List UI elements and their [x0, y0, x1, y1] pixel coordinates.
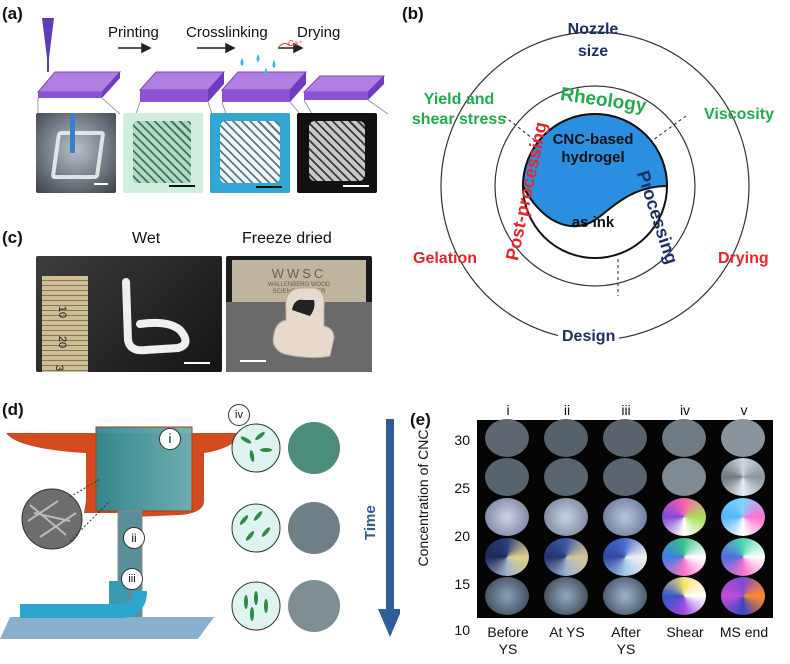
- micrograph-r4-c0: [484, 577, 529, 616]
- micrograph-r1-c0: [484, 458, 529, 497]
- photo-dried-scaffold: [297, 113, 377, 193]
- step-printing: Printing: [108, 24, 159, 41]
- marker-iv: iv: [228, 404, 250, 426]
- micrograph-r2-c3: [661, 498, 706, 536]
- row-10: 10: [454, 622, 470, 638]
- outer-design: Design: [558, 328, 620, 346]
- marker-ii: ii: [123, 527, 145, 549]
- y-axis-label: Concentration of CNC: [415, 429, 431, 567]
- row-25: 25: [454, 480, 470, 496]
- step-crosslinking: Crosslinking: [186, 24, 268, 41]
- micrograph-r0-c3: [661, 418, 706, 457]
- row-30: 30: [454, 432, 470, 448]
- panel-e-label: (e): [410, 410, 431, 429]
- ruler: 10 20 3: [42, 276, 88, 372]
- ion-label: Ca⁺: [288, 39, 302, 48]
- outer-nozzle: Nozzle size: [567, 21, 619, 60]
- panel-a-label: (a): [2, 4, 23, 23]
- micrograph-r3-c4: [720, 537, 765, 576]
- micrograph-r0-c1: [543, 418, 588, 457]
- xcat-after-ys: After YS: [611, 624, 641, 657]
- micrograph-r3-c3: [661, 537, 706, 576]
- xcat-shear: Shear: [666, 624, 704, 640]
- row-15: 15: [454, 576, 470, 592]
- micrograph-r1-c1: [543, 458, 588, 497]
- xcat-before-ys: Before YS: [487, 624, 529, 657]
- photo-printed-scaffold: [123, 113, 203, 193]
- scaffold-1: [36, 71, 122, 98]
- micrograph-r2-c2: [602, 498, 647, 536]
- micrograph-r4-c4: [720, 577, 765, 616]
- col-v: v: [740, 402, 748, 418]
- panel-b-label: (b): [402, 4, 424, 23]
- marker-iii: iii: [121, 568, 143, 590]
- micrograph-r2-c1: [543, 498, 588, 536]
- photo-printing-start: [36, 113, 116, 193]
- micrograph-r0-c4: [720, 418, 765, 457]
- xcat-at-ys: At YS: [549, 624, 585, 640]
- micrograph-r1-c4: [720, 458, 765, 497]
- micrograph-r3-c2: [602, 537, 647, 576]
- micrograph-r3-c1: [543, 537, 588, 576]
- row-20: 20: [454, 528, 470, 544]
- micrograph-r4-c1: [543, 577, 588, 616]
- panel-d-label: (d): [2, 400, 24, 419]
- xcat-ms-end: MS end: [719, 624, 769, 640]
- col-iv: iv: [679, 402, 691, 418]
- marker-i: i: [159, 428, 181, 450]
- pol-micrograph-grid: [477, 418, 773, 618]
- photo-wet-print: 10 20 3: [36, 256, 222, 372]
- step-drying: Drying: [297, 24, 341, 41]
- micrograph-r4-c3: [661, 577, 706, 616]
- micrograph-r2-c0: [484, 498, 529, 536]
- outer-drying: Drying: [718, 250, 769, 267]
- col-iii: iii: [621, 402, 631, 418]
- col-ii: ii: [563, 402, 571, 418]
- micrograph-r1-c2: [602, 458, 647, 497]
- outer-viscosity: Viscosity: [704, 106, 774, 123]
- micrograph-r0-c0: [484, 418, 529, 457]
- outer-yield: Yield and shear stress: [411, 91, 507, 128]
- photo-crosslinked-scaffold: [210, 113, 290, 193]
- panel-d-stages: [231, 422, 340, 632]
- outer-gelation: Gelation: [413, 250, 478, 267]
- micrograph-r2-c4: [720, 498, 765, 536]
- label-wet: Wet: [132, 230, 161, 247]
- col-i: i: [506, 402, 510, 418]
- center-hydrogel-text: CNC-based hydrogel: [552, 131, 634, 166]
- photo-freeze-dried-print: WWSC WALLENBERG WOOD SCIENCE CENTER: [226, 256, 372, 372]
- micrograph-r0-c2: [602, 418, 647, 457]
- center-ink-text: as ink: [571, 214, 615, 231]
- panel-c-label: (c): [2, 228, 23, 247]
- micrograph-r3-c0: [484, 537, 529, 576]
- micrograph-r4-c2: [602, 577, 647, 616]
- micrograph-r1-c3: [661, 458, 706, 497]
- label-freeze-dried: Freeze dried: [242, 230, 332, 247]
- panel-a-schematic: Ca⁺: [36, 18, 389, 114]
